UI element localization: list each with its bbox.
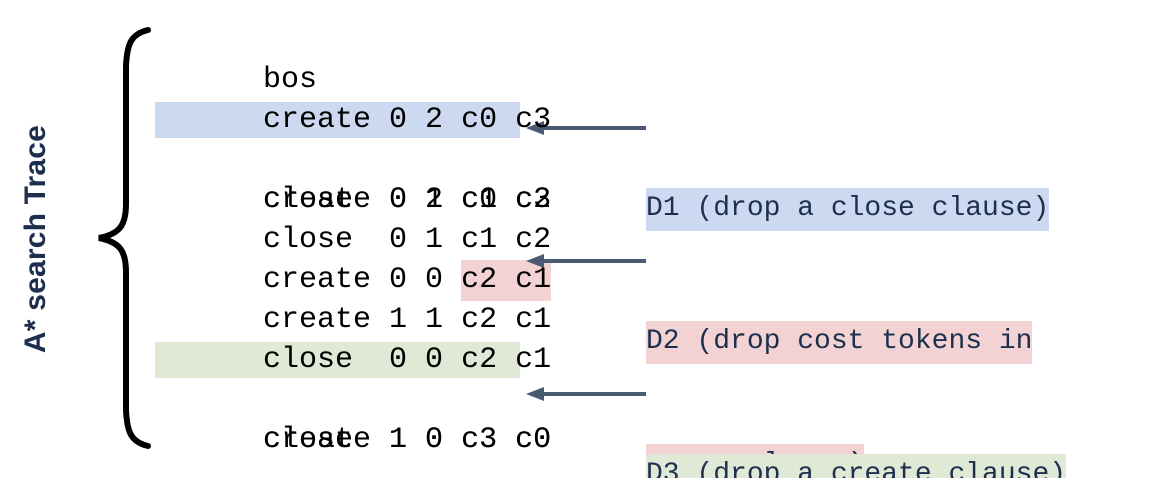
annotation-d1-line-1: D1 (drop a close clause) (646, 188, 1050, 231)
annotation-d2-line-1-wrap: D2 (drop cost tokens in (646, 321, 1033, 364)
trace-row: create 1 1 c2 c1 (155, 260, 555, 337)
trace-row-text: close 0 0 c2 c1 (263, 343, 552, 377)
annotation-d1-line-1-wrap: D1 (drop a close clause) (646, 188, 1050, 231)
curly-brace-icon (98, 27, 151, 449)
axis-label-text: A* search Trace (19, 124, 52, 354)
trace-row: bos (155, 20, 555, 97)
trace-row-text: close 1 0 c3 c0 (263, 423, 552, 457)
trace-row-text: close 0 2 c0 c3 (263, 183, 552, 217)
annotation-d3-line-1: D3 (drop a create clause) (646, 454, 1067, 478)
trace-row: create 0 1 c1 c2 (155, 140, 555, 217)
arrow-d1 (524, 118, 646, 138)
axis-label: A* search Trace (0, 0, 72, 478)
trace-list: bos create 0 2 c0 c3 close 0 2 c0 c3 cre… (155, 20, 555, 457)
trace-row-highlighted-d3: create 1 0 c3 c0 (155, 340, 555, 457)
row-highlight-green (155, 342, 520, 378)
annotation-d1: D1 (drop a close clause) (646, 108, 1050, 311)
trace-row-text: create 0 1 c1 c2 (263, 183, 552, 217)
arrow-left-icon (526, 387, 646, 401)
annotation-d3: D3 (drop a create clause) (646, 374, 1067, 478)
trace-row: close 1 0 c3 c0 (155, 380, 555, 457)
arrow-left-icon (526, 254, 646, 268)
trace-row: close 0 0 c2 c1 (155, 300, 555, 377)
trace-row-highlighted-d2: create 0 0 c2 c1 (155, 220, 555, 301)
trace-row-text: close 0 1 c1 c2 (263, 223, 552, 257)
annotation-d2-line-1: D2 (drop cost tokens in (646, 321, 1033, 364)
trace-row-text: bos (263, 63, 318, 97)
trace-row: create 0 2 c0 c3 (155, 60, 555, 137)
arrow-d2 (524, 251, 646, 271)
curly-brace (93, 26, 153, 450)
trace-row-text: create 1 0 c3 c0 (263, 423, 552, 457)
annotation-d3-line-1-wrap: D3 (drop a create clause) (646, 454, 1067, 478)
trace-row-text: create 0 2 c0 c3 (263, 103, 552, 137)
trace-row: close 0 1 c1 c2 (155, 180, 555, 257)
arrow-d3 (524, 384, 646, 404)
trace-row-prefix: create 0 0 (263, 263, 462, 297)
trace-row-text: create 1 1 c2 c1 (263, 303, 552, 337)
trace-row-highlighted-d1: close 0 2 c0 c3 (155, 100, 555, 217)
arrow-left-icon (526, 121, 646, 135)
row-highlight-pink: c2 c1 (461, 260, 552, 301)
row-highlight-blue (155, 102, 520, 138)
